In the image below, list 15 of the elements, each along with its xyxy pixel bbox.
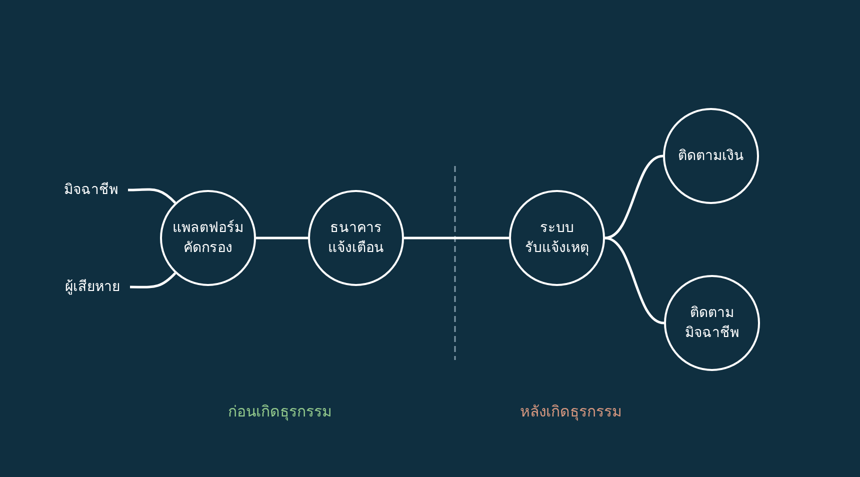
actor-label: ผู้เสียหาย [65,278,120,296]
connector-line [604,154,664,240]
connector-line [128,188,176,204]
circle-label: ติดตาม มิจฉาชีพ [684,304,740,343]
connector-line [404,236,509,240]
circle-label: ติดตามเงิน [678,146,744,166]
phase-label: ก่อนเกิดธุรกรรม [228,402,332,422]
connector-line [256,236,308,240]
connector-line [130,272,176,288]
phase-label: หลังเกิดธุรกรรม [520,402,622,422]
circle-label: ธนาคาร แจ้งเตือน [327,218,385,258]
actor-label: มิจฉาชีพ [64,180,118,200]
connector-line [604,236,664,324]
circle-label: แพลตฟอร์ม คัดกรอง [172,218,244,258]
circle-label: ระบบ รับแจ้งเหตุ [524,218,590,258]
